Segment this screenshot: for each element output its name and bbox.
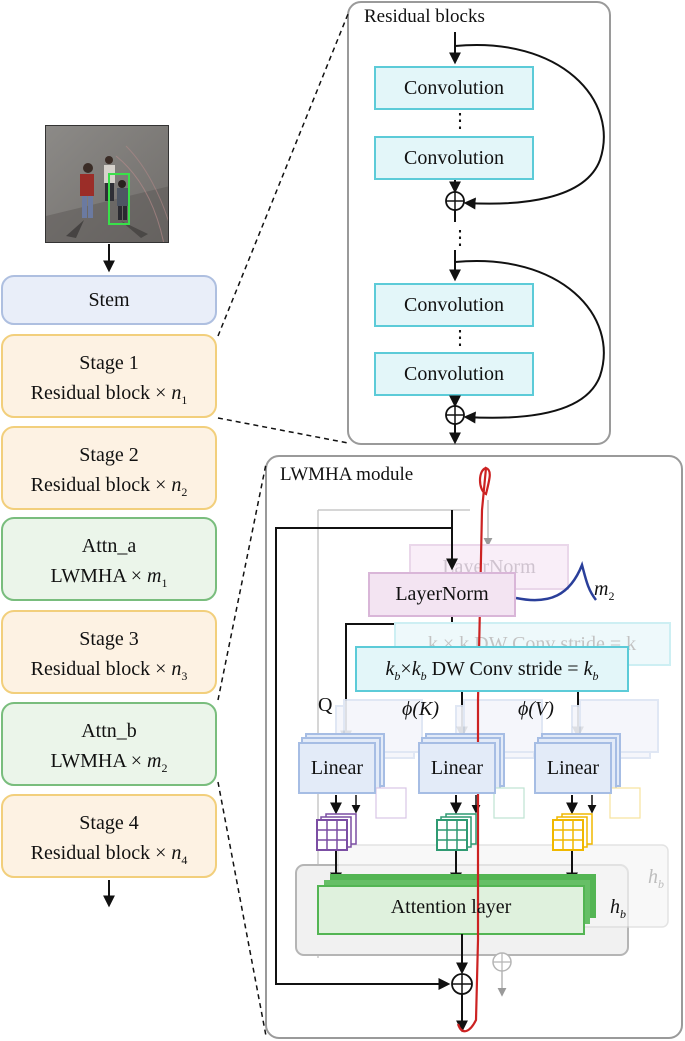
hb-var-ghost: h	[648, 866, 658, 888]
conv-box-3: Convolution	[374, 283, 534, 327]
linear-k-label: Linear	[430, 757, 484, 779]
dwconv-k1: k	[385, 658, 395, 680]
input-image	[45, 125, 169, 243]
stage-2-title: Stage 2	[79, 444, 139, 466]
hb-label-ghost: hb	[648, 866, 664, 892]
conv-box-4: Convolution	[374, 352, 534, 396]
dwconv-k3: k	[583, 658, 593, 680]
m2-var: m	[594, 578, 609, 600]
attn-b-desc-line: LWMHA × m2	[3, 746, 215, 783]
k-label: ϕ(K)	[402, 698, 440, 720]
stage-2-desc-line: Residual block × n2	[3, 470, 215, 507]
stage-3-var: n	[171, 658, 182, 680]
hb-sub-ghost: b	[658, 877, 664, 891]
q-label: Q	[318, 694, 333, 716]
dwconv-text: DW Conv stride =	[426, 658, 584, 680]
k-grid-icon	[436, 813, 477, 851]
ellipsis-3: ⋮	[450, 327, 470, 349]
attn-a-desc-line: LWMHA × m1	[3, 561, 215, 598]
conv-label-2: Convolution	[403, 147, 504, 169]
conv-label-4: Convolution	[403, 363, 504, 385]
v-grid-icon	[552, 813, 593, 851]
m2-label: m2	[594, 578, 614, 604]
q-grid-icon	[316, 813, 357, 851]
stage-1-sub: 1	[181, 393, 188, 407]
stage-3-sub: 3	[181, 669, 188, 683]
attn-a-title: Attn_a	[81, 535, 137, 557]
conv-label-1: Convolution	[403, 77, 504, 99]
conv-label-3: Convolution	[403, 294, 504, 316]
attention-label: Attention layer	[390, 896, 512, 918]
dwconv-times: ×	[400, 658, 412, 680]
attn-b-title: Attn_b	[81, 720, 137, 742]
dwconv-box: kb×kb DW Conv stride = kb	[355, 646, 629, 692]
stage-4-var: n	[171, 842, 182, 864]
stage-4-desc-line: Residual block × n4	[3, 838, 215, 875]
stage-2-var: n	[171, 474, 182, 496]
stage-3-desc: Residual block ×	[30, 658, 172, 680]
attn-b-var: m	[147, 750, 162, 772]
stage-1-title: Stage 1	[79, 352, 139, 374]
stage-4-box: Stage 4 Residual block × n4	[1, 794, 217, 878]
hb-label-front: hb	[610, 896, 626, 922]
residual-blocks-title: Residual blocks	[364, 6, 485, 27]
dwconv-sub1: b	[394, 669, 401, 683]
stage-2-sub: 2	[181, 485, 188, 499]
stage-1-box: Stage 1 Residual block × n1	[1, 334, 217, 418]
linear-q: Linear	[298, 742, 376, 794]
dwconv-k2: k	[411, 658, 421, 680]
linear-q-label: Linear	[310, 757, 364, 779]
stem-label: Stem	[88, 289, 130, 311]
layernorm-box: LayerNorm	[368, 572, 516, 617]
m2-sub: 2	[608, 589, 615, 603]
conv-box-1: Convolution	[374, 66, 534, 110]
stem-box: Stem	[1, 275, 217, 325]
stage-3-title: Stage 3	[79, 628, 139, 650]
linear-k: Linear	[418, 742, 496, 794]
layernorm-label: LayerNorm	[395, 583, 489, 605]
linear-v-label: Linear	[546, 757, 600, 779]
hb-var-front: h	[610, 896, 620, 918]
v-label: ϕ(V)	[518, 698, 554, 720]
linear-v: Linear	[534, 742, 612, 794]
ellipsis-2: ⋮	[450, 227, 470, 249]
stage-1-var: n	[171, 382, 182, 404]
stage-4-title: Stage 4	[79, 812, 139, 834]
stage-3-box: Stage 3 Residual block × n3	[1, 610, 217, 694]
stage-2-desc: Residual block ×	[30, 474, 172, 496]
dwconv-sub2: b	[420, 669, 427, 683]
attn-b-box: Attn_b LWMHA × m2	[1, 702, 217, 786]
attn-a-box: Attn_a LWMHA × m1	[1, 517, 217, 601]
attn-b-sub: 2	[161, 761, 168, 775]
attn-b-desc: LWMHA ×	[50, 750, 147, 772]
stage-4-desc: Residual block ×	[30, 842, 172, 864]
dwconv-sub3: b	[592, 669, 599, 683]
stage-1-desc: Residual block ×	[30, 382, 172, 404]
hb-sub-front: b	[620, 907, 626, 921]
attn-a-desc: LWMHA ×	[50, 565, 147, 587]
stage-4-sub: 4	[181, 853, 188, 867]
attn-a-var: m	[147, 565, 162, 587]
attn-a-sub: 1	[161, 576, 168, 590]
stage-3-desc-line: Residual block × n3	[3, 654, 215, 691]
stage-1-desc-line: Residual block × n1	[3, 378, 215, 415]
conv-box-2: Convolution	[374, 136, 534, 180]
stage-2-box: Stage 2 Residual block × n2	[1, 426, 217, 510]
lwmha-title: LWMHA module	[280, 464, 414, 485]
ellipsis-1: ⋮	[450, 110, 470, 132]
